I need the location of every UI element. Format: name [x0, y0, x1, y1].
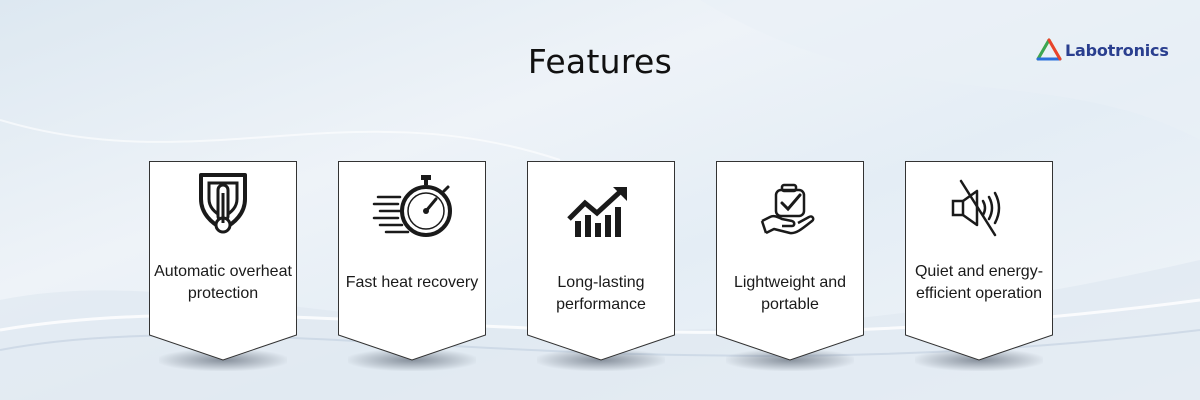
triangle-logo-icon	[1036, 38, 1062, 61]
stopwatch-speed-icon	[372, 175, 452, 237]
feature-label: Automatic overheat protection	[154, 263, 292, 302]
brand-name: Labotronics	[1065, 40, 1169, 60]
feature-label: Long-lasting performance	[556, 274, 646, 313]
card-shape	[527, 161, 675, 361]
card-shape	[149, 161, 297, 361]
feature-cards: Automatic overheat protection Fast heat …	[149, 161, 1109, 371]
thermometer-shield-icon	[199, 173, 247, 234]
feature-card: Automatic overheat protection	[149, 161, 297, 371]
feature-card: Lightweight and portable	[716, 161, 864, 371]
feature-label: Quiet and energy-efficient operation	[914, 263, 1044, 302]
feature-card: Fast heat recovery	[338, 161, 486, 371]
growth-chart-icon	[567, 187, 627, 237]
card-shape	[905, 161, 1053, 361]
feature-card: Quiet and energy-efficient operation	[905, 161, 1053, 371]
brand-logo[interactable]: Labotronics	[1036, 38, 1169, 62]
feature-card: Long-lasting performance	[527, 161, 675, 371]
mute-speaker-icon	[951, 179, 1001, 237]
feature-label: Lightweight and portable	[733, 274, 847, 313]
feature-label: Fast heat recovery	[345, 274, 479, 291]
hand-holding-bag-icon	[760, 183, 815, 235]
page-title: Features	[527, 42, 673, 81]
card-shape	[716, 161, 864, 361]
